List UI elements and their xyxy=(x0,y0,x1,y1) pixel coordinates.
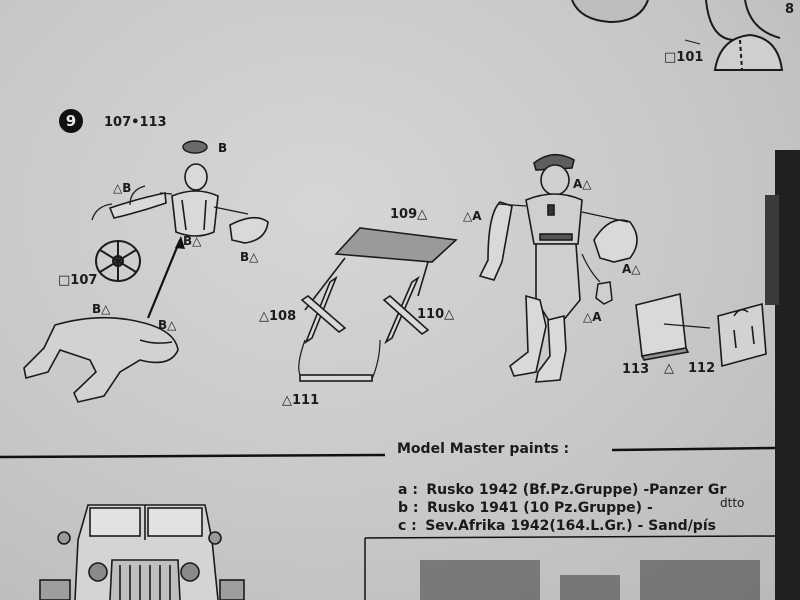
driver-torso-label: B△ xyxy=(183,234,202,248)
driver-legs-left-label: B△ xyxy=(92,302,111,316)
parts-range-label: 107•113 xyxy=(104,115,167,130)
table-leg-left-label: △108 xyxy=(259,309,297,324)
driver-cap-label: B xyxy=(218,141,228,155)
step-number-badge: 9 xyxy=(59,109,83,133)
driver-torso-drawing xyxy=(171,163,219,237)
print-noise xyxy=(420,560,760,600)
officer-left-arm-label: △A xyxy=(463,209,482,223)
officer-figure-drawing xyxy=(478,153,638,383)
driver-legs-right-label: B△ xyxy=(158,318,177,332)
map-board-drawing xyxy=(635,293,711,361)
driver-legs-drawing xyxy=(23,316,179,403)
officer-right-arm-label: A△ xyxy=(622,262,641,276)
holster-line xyxy=(581,253,601,283)
truck-front-drawing xyxy=(39,504,245,600)
driver-cap-drawing xyxy=(182,140,208,154)
paint-row-c-text: Sev.Afrika 1942(164.L.Gr.) - Sand/pís xyxy=(425,518,716,534)
paint-row-b-text: Rusko 1941 (10 Pz.Gruppe) - xyxy=(426,500,653,516)
officer-head-label: A△ xyxy=(573,177,592,191)
top-corner-label: 8 xyxy=(785,2,795,17)
paint-row-a-text: Rusko 1942 (Bf.Pz.Gruppe) -Panzer Gr xyxy=(426,482,727,498)
paint-row-a: a : Rusko 1942 (Bf.Pz.Gruppe) -Panzer Gr xyxy=(398,482,726,498)
section-divider-left xyxy=(0,453,386,459)
officer-pistol-label: △A xyxy=(583,310,602,324)
paint-box-bottom-border xyxy=(364,535,776,539)
driver-right-arm-label: B△ xyxy=(240,250,259,264)
paint-row-c: c : Sev.Afrika 1942(164.L.Gr.) - Sand/pí… xyxy=(398,518,716,534)
paint-row-a-key: a : xyxy=(398,482,418,498)
paint-row-b: b : Rusko 1941 (10 Pz.Gruppe) - xyxy=(398,500,653,516)
wheel-arrow xyxy=(91,203,113,221)
top-vehicle-fragment xyxy=(571,0,784,71)
driver-left-arm-label: △B xyxy=(113,181,132,195)
map-board-mark: △ xyxy=(664,361,674,376)
arrow-head xyxy=(175,236,185,249)
paint-row-b-key: b : xyxy=(398,500,419,516)
steering-wheel-label: □107 xyxy=(58,273,98,288)
briefcase-label: 112 xyxy=(688,361,716,376)
table-top-label: 109△ xyxy=(390,207,428,222)
arm-join-arrow xyxy=(129,185,146,206)
map-board-label: 113 xyxy=(622,362,650,377)
part-101-label: □101 xyxy=(664,50,704,65)
paints-title: Model Master paints : xyxy=(397,441,570,457)
table-base-label: △111 xyxy=(282,393,320,408)
section-divider-right xyxy=(611,446,776,452)
steering-wheel-drawing xyxy=(95,240,141,282)
table-leg-right-label: 110△ xyxy=(417,307,455,322)
legs-to-torso-arrow xyxy=(146,239,182,319)
page-edge-shadow-inner xyxy=(765,195,779,305)
page-edge-shadow xyxy=(775,150,800,600)
briefcase-drawing xyxy=(717,302,767,368)
table-drawing xyxy=(298,227,458,382)
paint-row-b-dtto: dtto xyxy=(720,496,745,510)
holster-drawing xyxy=(595,281,613,305)
paint-row-c-key: c : xyxy=(398,518,417,534)
driver-arms-drawing xyxy=(108,192,269,244)
